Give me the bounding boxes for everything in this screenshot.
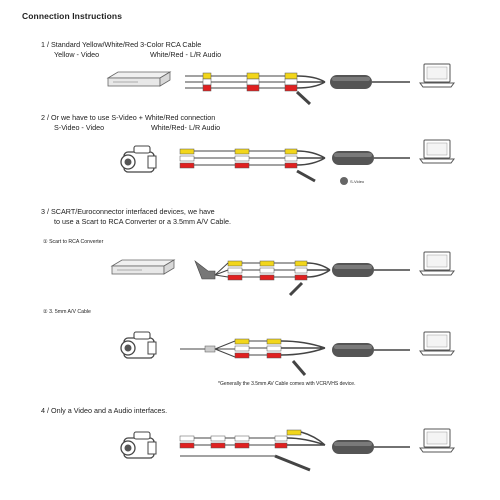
step-3-option-1: ① Scart to RCA Converter [43,239,104,245]
row-3-diagram [111,251,455,297]
row-5-diagram [120,428,455,472]
camcorder-icon [120,331,157,359]
s-video-icon-label: S-Video [350,179,365,184]
capture-device-icon [332,151,374,165]
row-2-diagram: S-Video [120,139,455,185]
laptop-icon [419,428,455,453]
step-3-line2: to use a Scart to RCA Converter or a 3.5… [54,217,231,226]
row-4-diagram [120,331,455,376]
capture-device-icon [332,440,374,454]
step-1-video-label: Yellow - Video [54,50,100,59]
capture-device-icon [332,343,374,357]
step-3-option-2: ② 3. 5mm A/V Cable [43,309,91,315]
dvd-player-icon [111,259,175,275]
scart-adapter-icon [194,260,216,280]
row-1-diagram [107,63,455,106]
laptop-icon [419,139,455,164]
dvd-player-icon [107,71,171,87]
step-1-audio-label: White/Red - L/R Audio [150,50,222,59]
capture-device-icon [332,263,374,277]
camcorder-icon [120,145,157,173]
step-2-video-label: S-Video - Video [54,123,105,132]
camcorder-icon [120,431,157,459]
laptop-icon [419,63,455,88]
step-4-heading: 4 / Only a Video and a Audio interfaces. [41,406,168,415]
capture-device-icon [330,75,372,89]
step-2-audio-label: White/Red- L/R Audio [151,123,221,132]
3-5mm-plug-icon [204,345,216,353]
step-2-heading: 2 / Or we have to use S-Video + White/Re… [41,113,216,122]
laptop-icon [419,331,455,356]
page-title: Connection Instructions [22,11,123,21]
step-1-heading: 1 / Standard Yellow/White/Red 3-Color RC… [41,40,202,49]
step-3-note: *Generally the 3.5mm AV Cable comes with… [218,381,356,387]
s-video-icon [340,177,348,185]
step-3-heading: 3 / SCART/Euroconnector interfaced devic… [41,207,215,216]
laptop-icon [419,251,455,276]
